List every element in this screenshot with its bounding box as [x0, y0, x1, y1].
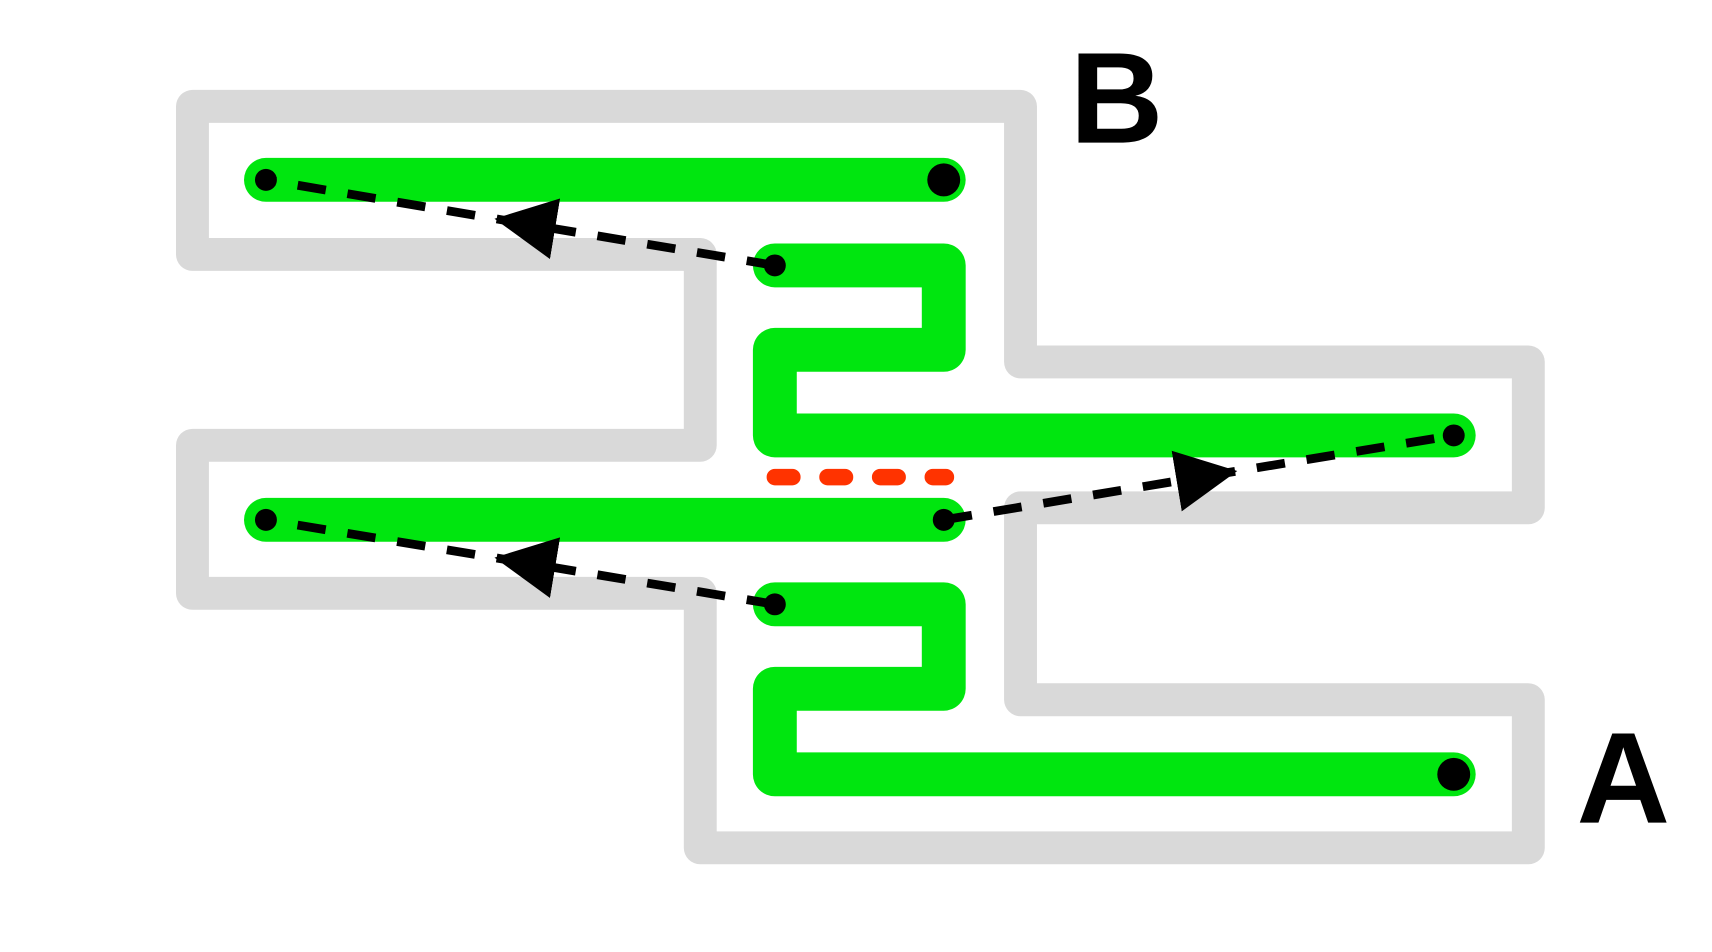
green-paths [244, 157, 1476, 797]
jump-arrows [265, 175, 1455, 609]
node-dot [254, 168, 277, 191]
jump-arrow-right-tail [1206, 431, 1455, 481]
green-snake-lower [752, 582, 1476, 797]
jump-arrow-lower-tail [265, 515, 526, 567]
boundary-outline [176, 89, 1545, 865]
node-dot [763, 593, 786, 616]
label-a: A [1577, 707, 1670, 851]
jump-arrow-upper-tail [265, 175, 526, 229]
node-dot [763, 254, 786, 277]
jump-arrow-lower [494, 537, 776, 609]
jump-arrow-right [943, 450, 1238, 525]
nodes [254, 163, 1471, 791]
jump-arrow-upper [494, 198, 776, 270]
label-b: B [1070, 27, 1163, 171]
green-snake-upper [752, 243, 1476, 458]
end-dot-a [1437, 757, 1471, 791]
node-dot [932, 508, 955, 531]
node-dot [1442, 424, 1465, 447]
end-dot-b [927, 163, 961, 197]
node-dot [254, 508, 277, 531]
